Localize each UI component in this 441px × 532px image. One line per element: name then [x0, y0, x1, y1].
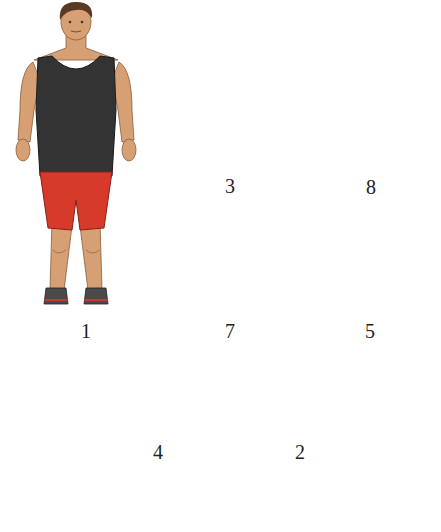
- callout-number: 1: [81, 320, 91, 343]
- number-disc: 7: [158, 259, 302, 403]
- number-disc: 5: [300, 261, 440, 401]
- callout-number: 2: [295, 441, 305, 464]
- callout-number: 8: [366, 176, 376, 199]
- number-disc: 1: [14, 259, 158, 403]
- callout-number: 5: [365, 320, 375, 343]
- callout-number: 4: [153, 441, 163, 464]
- callout-number: 3: [225, 175, 235, 198]
- number-disc: 2: [228, 380, 372, 524]
- number-disc: 4: [86, 380, 230, 524]
- number-disc: 3: [158, 114, 302, 258]
- callout-number: 7: [225, 320, 235, 343]
- number-disc: 8: [301, 117, 441, 257]
